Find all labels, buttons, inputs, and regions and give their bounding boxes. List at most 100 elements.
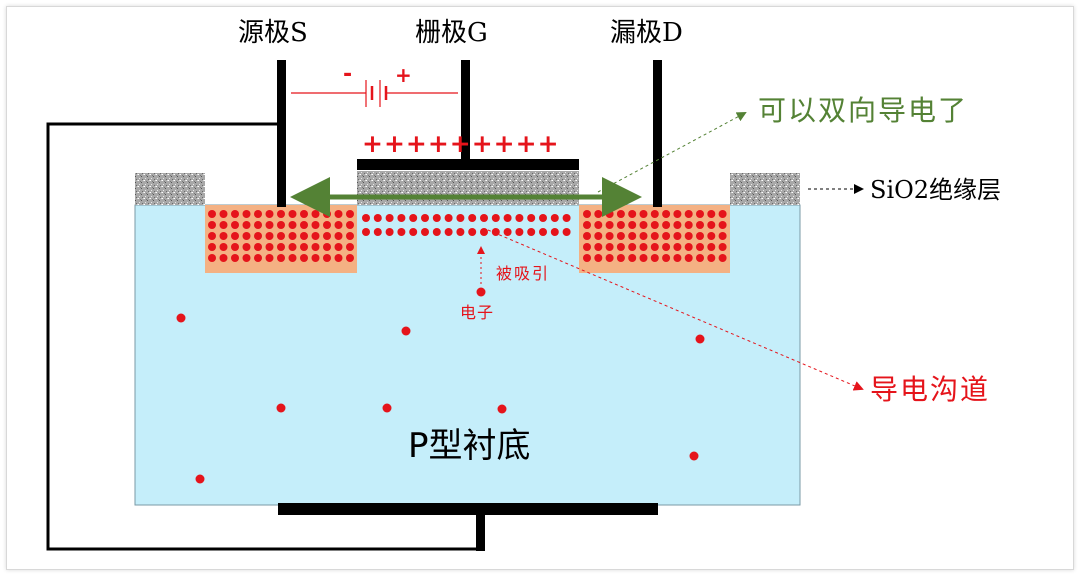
electron-dot	[311, 254, 320, 262]
electron-dot	[673, 210, 682, 218]
electron-dot	[639, 221, 648, 229]
electron-dot	[242, 232, 251, 240]
electron-dot	[254, 232, 262, 240]
attracted-label: 被吸引	[496, 264, 550, 283]
electron-dot	[616, 243, 625, 251]
electron-dot	[334, 210, 343, 218]
electron-dot	[562, 228, 571, 236]
electron-dot	[480, 214, 488, 222]
substrate-electrons	[176, 287, 705, 484]
electron-dot	[277, 221, 285, 229]
electron-dot	[346, 243, 354, 251]
electron-dot	[208, 232, 216, 240]
gate-battery	[291, 80, 458, 107]
electron-dot	[707, 221, 716, 229]
electron-dot	[323, 243, 331, 251]
gate-plate	[357, 159, 579, 170]
electron-dot	[707, 243, 716, 251]
electron-dot	[254, 243, 262, 251]
electron-dot	[231, 254, 239, 262]
electron-dot	[288, 254, 297, 262]
electron-dot	[254, 254, 262, 262]
electron-dot	[583, 254, 591, 262]
drain-label: 漏极D	[610, 18, 683, 48]
electron-dot	[639, 243, 648, 251]
electron-dot	[503, 214, 512, 222]
electron-dot	[605, 254, 614, 262]
electron-dot	[696, 254, 704, 262]
electron-dot	[219, 254, 228, 262]
electron-dot	[265, 243, 274, 251]
electron-dot	[311, 243, 320, 251]
drain-electrode	[653, 60, 662, 207]
electron-dot	[382, 403, 392, 413]
electron-dot	[550, 228, 559, 236]
electron-dot	[650, 221, 659, 229]
electron-dot	[288, 232, 297, 240]
electron-dot	[300, 254, 308, 262]
electron-dot	[254, 221, 262, 229]
electron-dot	[476, 287, 486, 297]
electron-dot	[254, 210, 262, 218]
electron-dot	[527, 214, 536, 222]
electron-dot	[231, 210, 239, 218]
leader-bidirectional	[597, 112, 747, 193]
electron-dot	[208, 243, 216, 251]
electron-dot	[346, 221, 354, 229]
electron-dot	[662, 221, 671, 229]
electron-dot	[662, 243, 671, 251]
electron-dot	[300, 221, 308, 229]
bidirectional-label: 可以双向导电了	[758, 94, 968, 127]
electron-dot	[195, 474, 205, 484]
electron-label: 电子	[460, 303, 494, 322]
electron-dot	[300, 210, 308, 218]
electron-dot	[288, 243, 297, 251]
electron-dot	[242, 210, 251, 218]
electron-dot	[594, 254, 603, 262]
electron-dot	[277, 210, 285, 218]
electron-dot	[616, 254, 625, 262]
electron-dot	[662, 254, 671, 262]
electron-dot	[334, 243, 343, 251]
gate-positive-charges: +++++++++	[362, 129, 560, 158]
electron-dot	[583, 221, 591, 229]
electron-dot	[231, 243, 239, 251]
electron-dot	[323, 232, 331, 240]
electron-dot	[689, 451, 699, 461]
electron-dot	[409, 214, 418, 222]
electron-dot	[605, 221, 614, 229]
electron-dot	[684, 243, 693, 251]
electron-dot	[650, 232, 659, 240]
electron-dot	[491, 228, 500, 236]
electron-dot	[583, 232, 591, 240]
electron-dot	[385, 214, 394, 222]
electron-dot	[673, 254, 682, 262]
electron-dot	[242, 243, 251, 251]
electron-dot	[373, 214, 382, 222]
electron-dot	[219, 243, 228, 251]
electron-dot	[639, 232, 648, 240]
electron-dot	[583, 210, 591, 218]
electron-dot	[231, 232, 239, 240]
electron-dot	[311, 210, 320, 218]
electron-dot	[594, 210, 603, 218]
electron-dot	[616, 221, 625, 229]
electron-dot	[605, 232, 614, 240]
electron-dot	[707, 232, 716, 240]
electron-dot	[718, 210, 727, 218]
electron-dot	[409, 228, 418, 236]
electron-dot	[219, 232, 228, 240]
electron-dot	[265, 221, 274, 229]
electron-dot	[456, 214, 465, 222]
electron-dot	[311, 221, 320, 229]
gate-electrode	[461, 60, 470, 160]
electron-dot	[176, 313, 186, 323]
electron-dot	[444, 228, 453, 236]
electron-dot	[480, 228, 488, 236]
electron-dot	[628, 210, 637, 218]
battery-negative-sign: -	[343, 62, 352, 87]
electron-dot	[639, 254, 648, 262]
source-body-wire	[46, 122, 480, 551]
electron-dot	[432, 228, 441, 236]
